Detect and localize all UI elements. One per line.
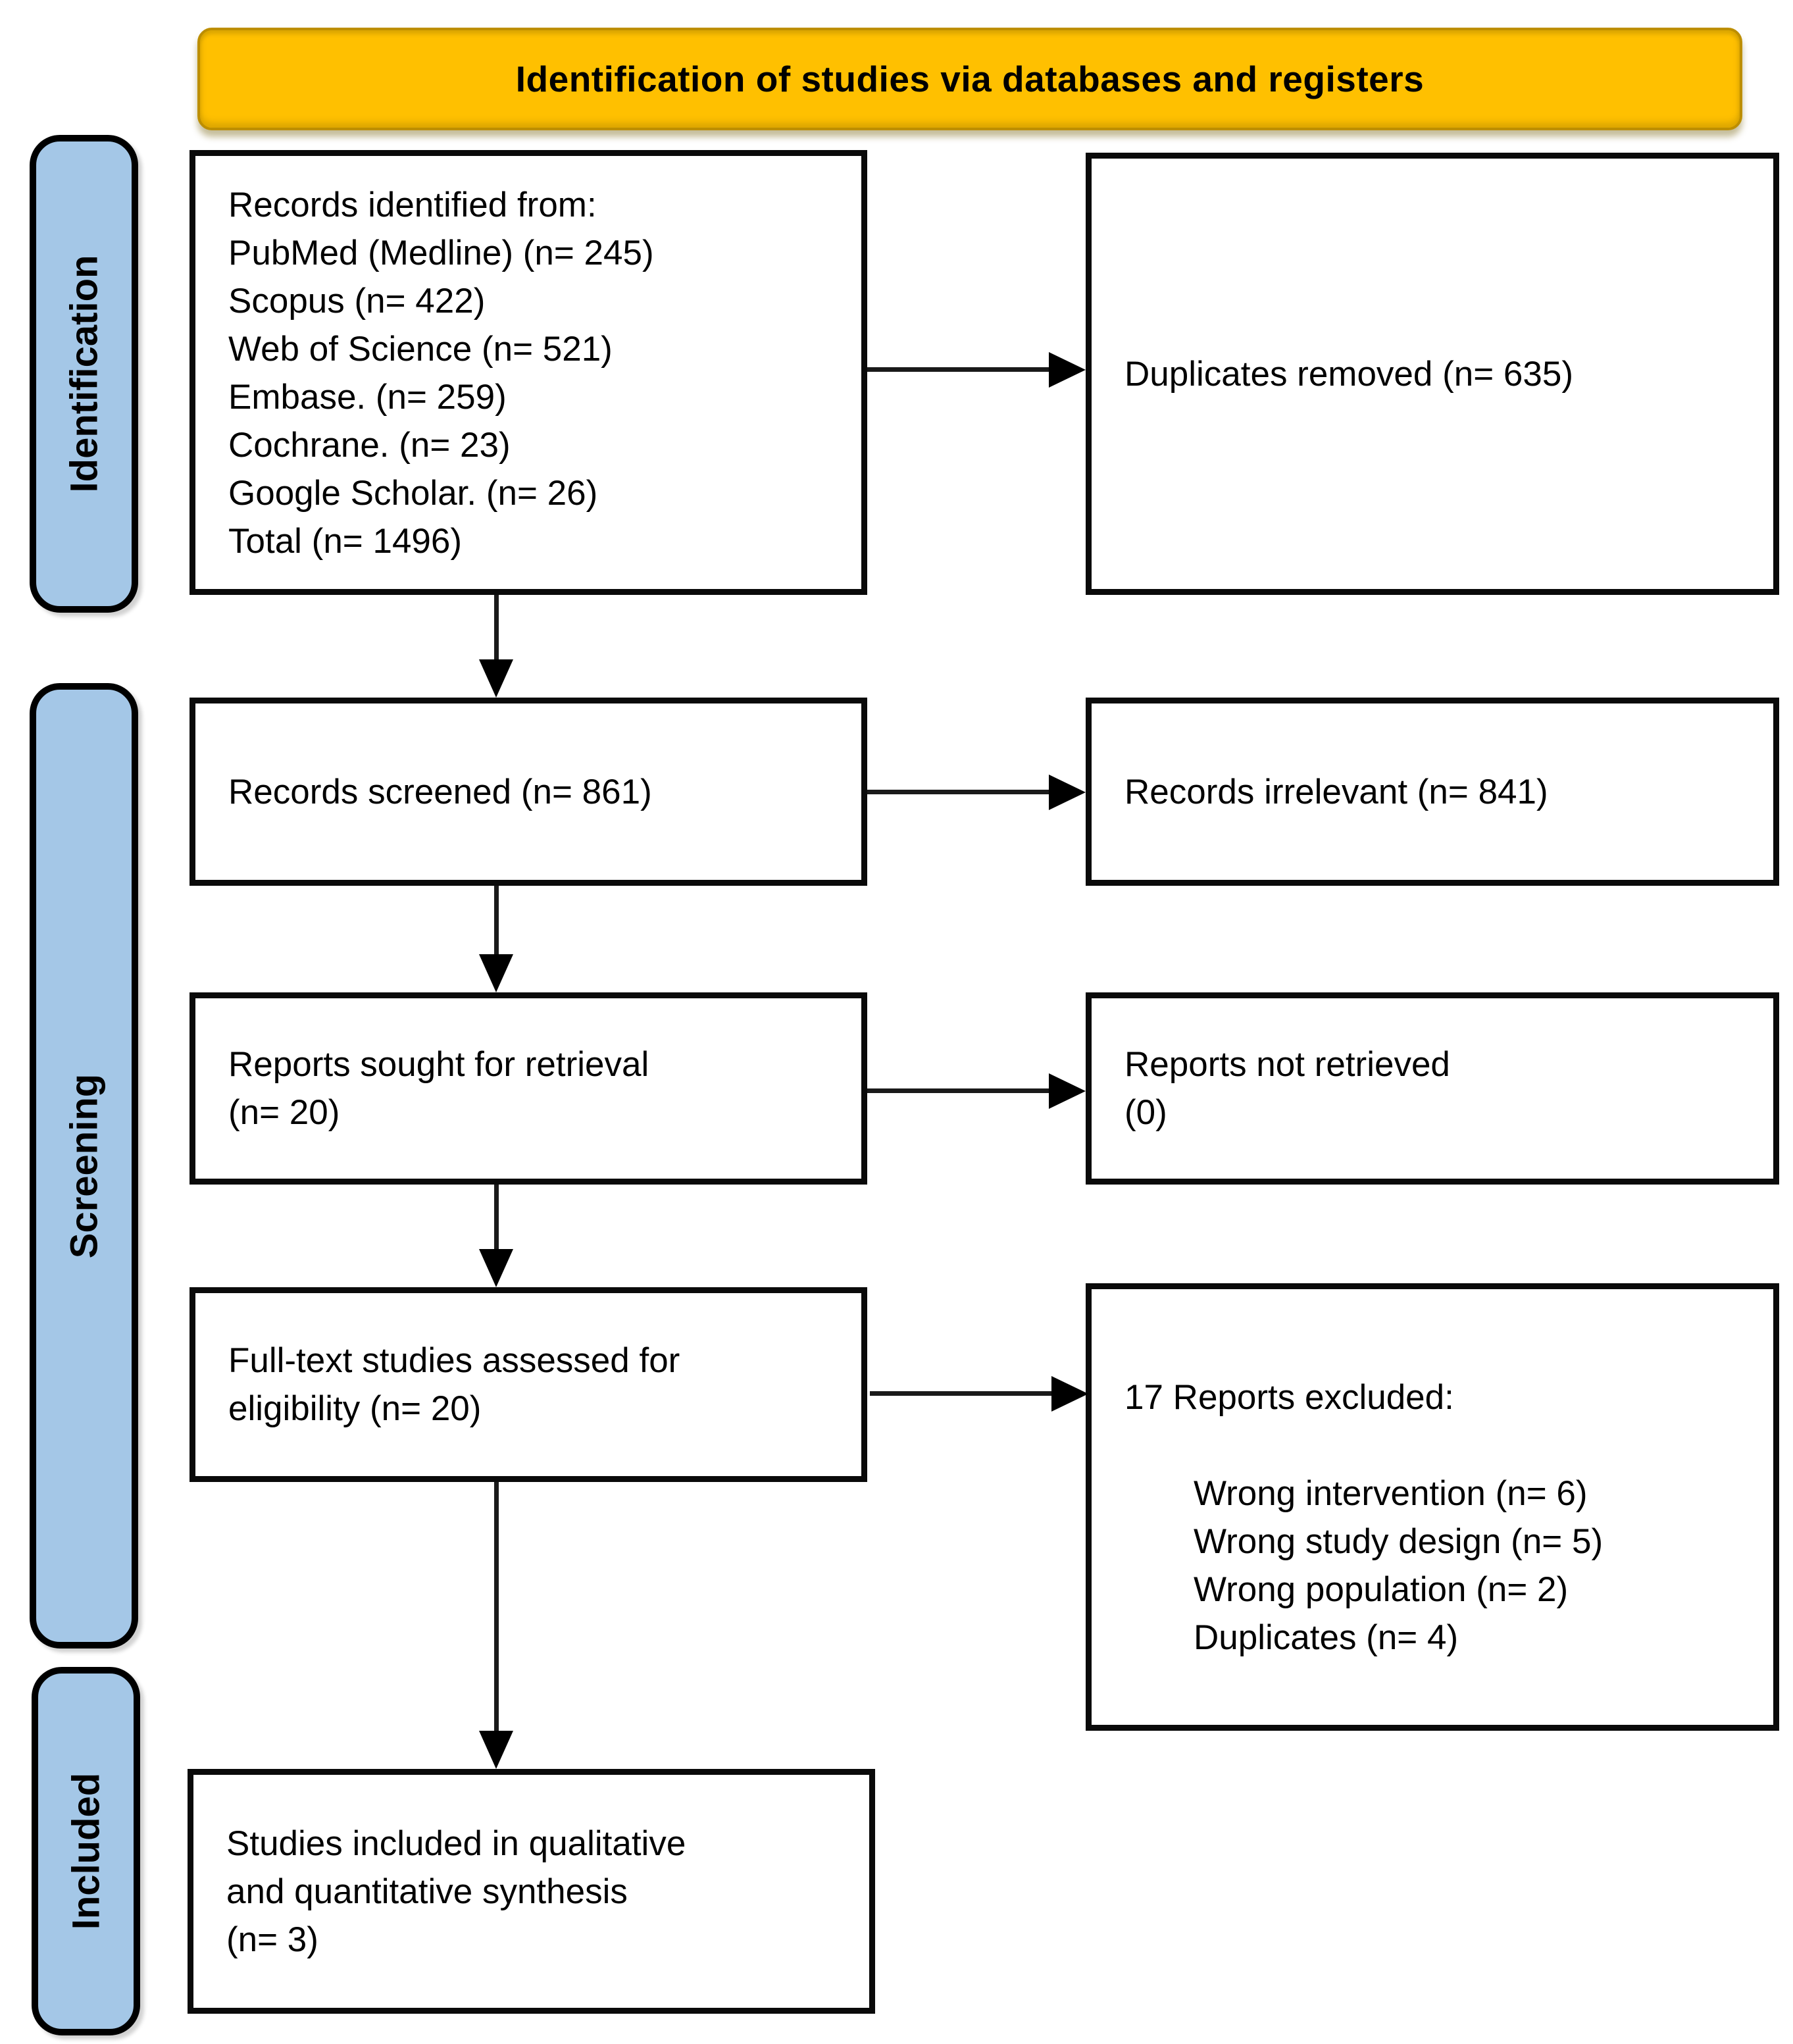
arrow-line bbox=[494, 886, 499, 958]
records-irrelevant-box: Records irrelevant (n= 841) bbox=[1086, 698, 1779, 886]
box-text-line: PubMed (Medline) (n= 245) bbox=[228, 234, 654, 272]
box-text-line: Records screened (n= 861) bbox=[228, 772, 652, 811]
box-text-line: Records identified from: bbox=[228, 186, 597, 224]
arrowhead-right-icon bbox=[1049, 775, 1086, 810]
box-text-line: Full-text studies assessed for bbox=[228, 1341, 680, 1380]
arrow-line bbox=[494, 595, 499, 663]
reports-not-retrieved-box: Reports not retrieved (0) bbox=[1086, 992, 1779, 1185]
stage-identification-label: Identification bbox=[63, 255, 105, 493]
reports-sought-box: Reports sought for retrieval (n= 20) bbox=[189, 992, 867, 1185]
box-text-line: and quantitative synthesis bbox=[226, 1872, 628, 1911]
arrowhead-right-icon bbox=[1051, 1376, 1088, 1412]
arrowhead-down-icon bbox=[479, 659, 513, 698]
box-text-line: Cochrane. (n= 23) bbox=[228, 426, 511, 465]
arrowhead-down-icon bbox=[479, 1731, 513, 1769]
fulltext-assessed-box: Full-text studies assessed for eligibili… bbox=[189, 1287, 867, 1482]
box-text-line: (0) bbox=[1124, 1093, 1167, 1132]
arrowhead-down-icon bbox=[479, 954, 513, 992]
arrow-line bbox=[494, 1482, 499, 1735]
arrow-line bbox=[867, 1088, 1050, 1093]
stage-identification: Identification bbox=[30, 135, 138, 613]
arrow-screened-to-sought bbox=[479, 886, 513, 992]
box-text-line: Total (n= 1496) bbox=[228, 522, 463, 561]
title-banner: Identification of studies via databases … bbox=[197, 28, 1742, 130]
excluded-reason-item: Wrong intervention (n= 6) bbox=[1194, 1474, 1588, 1513]
arrow-fulltext-to-included bbox=[479, 1482, 513, 1769]
arrow-line bbox=[867, 367, 1050, 372]
box-text-line: Reports sought for retrieval bbox=[228, 1045, 649, 1084]
stage-screening-label: Screening bbox=[63, 1073, 105, 1258]
box-text-line: Embase. (n= 259) bbox=[228, 378, 507, 417]
arrowhead-down-icon bbox=[479, 1249, 513, 1287]
stage-included: Included bbox=[32, 1667, 140, 2035]
box-text-line: Studies included in qualitative bbox=[226, 1824, 686, 1863]
box-text-line: (n= 3) bbox=[226, 1920, 318, 1959]
stage-included-label: Included bbox=[64, 1772, 107, 1930]
reports-excluded-box: 17 Reports excluded: Wrong intervention … bbox=[1086, 1283, 1779, 1731]
box-text-line: Scopus (n= 422) bbox=[228, 282, 486, 320]
excluded-reason-item: Duplicates (n= 4) bbox=[1194, 1618, 1459, 1657]
arrow-line bbox=[494, 1185, 499, 1253]
arrowhead-right-icon bbox=[1049, 352, 1086, 388]
box-text-line: Google Scholar. (n= 26) bbox=[228, 474, 598, 513]
studies-included-box: Studies included in qualitative and quan… bbox=[188, 1769, 875, 2014]
diagram-title: Identification of studies via databases … bbox=[515, 59, 1425, 99]
arrow-line bbox=[870, 1391, 1053, 1396]
excluded-reason-item: Wrong population (n= 2) bbox=[1194, 1570, 1569, 1609]
box-text-line: Web of Science (n= 521) bbox=[228, 330, 613, 369]
box-text-line: Reports not retrieved bbox=[1124, 1045, 1450, 1084]
arrow-sought-to-fulltext bbox=[479, 1185, 513, 1287]
records-identified-box: Records identified from: PubMed (Medline… bbox=[189, 150, 867, 595]
duplicates-removed-box: Duplicates removed (n= 635) bbox=[1086, 153, 1779, 595]
records-screened-box: Records screened (n= 861) bbox=[189, 698, 867, 886]
stage-screening: Screening bbox=[30, 683, 138, 1648]
excluded-reason-item: Wrong study design (n= 5) bbox=[1194, 1522, 1604, 1561]
reports-excluded-heading: 17 Reports excluded: bbox=[1124, 1378, 1454, 1417]
box-text-line: (n= 20) bbox=[228, 1093, 340, 1132]
arrowhead-right-icon bbox=[1049, 1073, 1086, 1109]
box-text-line: Records irrelevant (n= 841) bbox=[1124, 772, 1548, 811]
arrow-identified-to-screened bbox=[479, 595, 513, 698]
box-text-line: Duplicates removed (n= 635) bbox=[1124, 354, 1573, 394]
spacer bbox=[1124, 1421, 1760, 1469]
arrow-line bbox=[867, 790, 1050, 794]
box-text-line: eligibility (n= 20) bbox=[228, 1389, 482, 1428]
